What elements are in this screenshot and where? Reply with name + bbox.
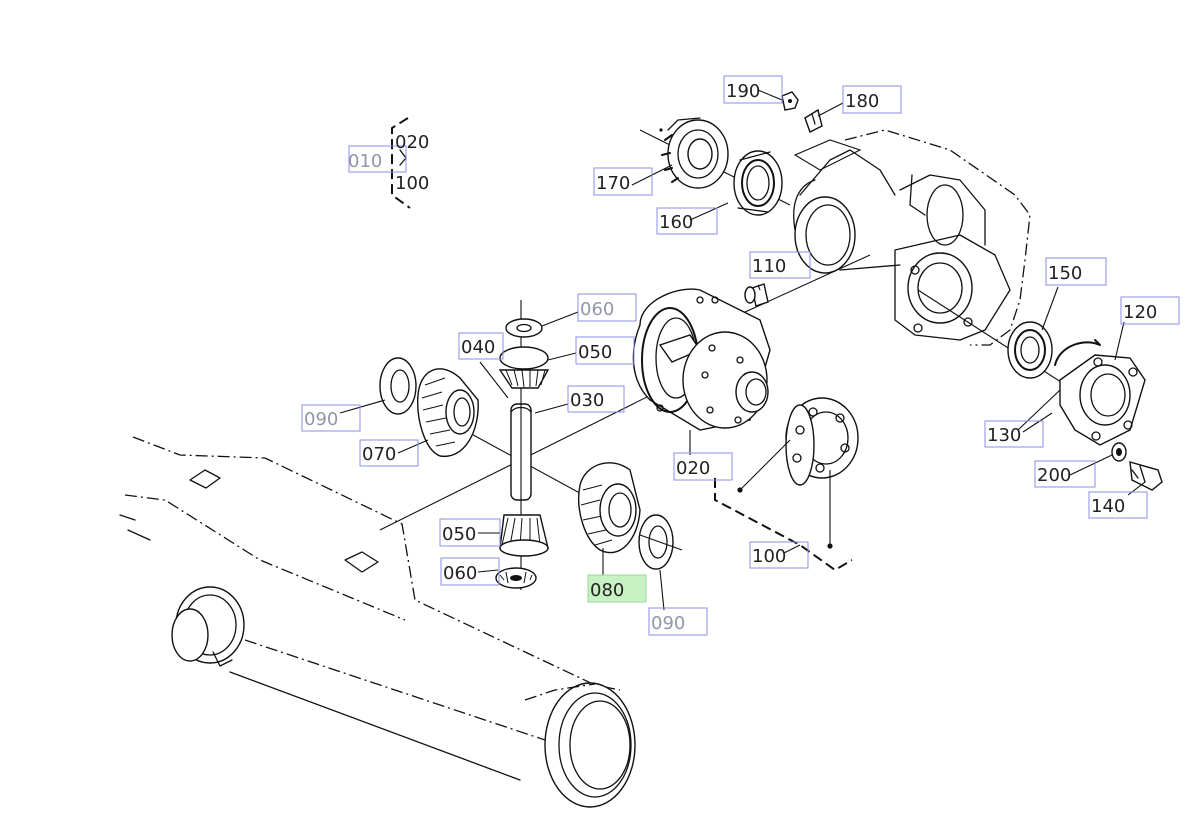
callout-090a[interactable]: 090 xyxy=(301,404,361,432)
callout-box-140[interactable] xyxy=(1088,491,1148,519)
callout-box-060b[interactable] xyxy=(440,557,500,586)
callout-160[interactable]: 160 xyxy=(656,207,718,235)
callout-050a[interactable]: 050 xyxy=(575,336,635,365)
callout-label-030: 030 xyxy=(570,390,604,411)
callout-label-130: 130 xyxy=(987,425,1021,446)
callout-110[interactable]: 110 xyxy=(749,251,811,279)
callout-100[interactable]: 100 xyxy=(749,541,809,569)
callout-label-200: 200 xyxy=(1037,465,1071,486)
callout-130[interactable]: 130 xyxy=(984,420,1044,448)
callout-080[interactable]: 080 xyxy=(587,574,647,603)
callout-box-030[interactable] xyxy=(567,385,625,413)
leader-lines xyxy=(339,89,1146,611)
callout-200[interactable]: 200 xyxy=(1034,460,1096,488)
callout-label-060a: 060 xyxy=(580,299,614,320)
callout-box-190[interactable] xyxy=(723,75,783,104)
callout-label-120: 120 xyxy=(1123,302,1157,323)
callout-box-110[interactable] xyxy=(749,251,811,279)
callout-label-040: 040 xyxy=(461,337,495,358)
callout-box-180[interactable] xyxy=(842,85,902,114)
callout-box-160[interactable] xyxy=(656,207,718,235)
callout-box-100[interactable] xyxy=(749,541,809,569)
callout-label-090a: 090 xyxy=(304,409,338,430)
callout-060a[interactable]: 060 xyxy=(577,293,637,322)
callout-label-150: 150 xyxy=(1048,263,1082,284)
flange-drawing xyxy=(714,397,859,572)
group-member-020: 020 xyxy=(395,132,429,153)
callout-090b[interactable]: 090 xyxy=(648,607,708,636)
callout-020[interactable]: 020 xyxy=(673,452,733,481)
callout-label-060b: 060 xyxy=(443,563,477,584)
transmission-case-drawing xyxy=(793,129,1031,346)
group-member-100: 100 xyxy=(395,173,429,194)
callout-label-050b: 050 xyxy=(442,524,476,545)
side-gear-left-drawing xyxy=(379,357,479,457)
callout-140[interactable]: 140 xyxy=(1088,491,1148,519)
callout-label-090b: 090 xyxy=(651,613,685,634)
callout-box-060a[interactable] xyxy=(577,293,637,322)
callout-label-160: 160 xyxy=(659,212,693,233)
callout-label-110: 110 xyxy=(752,256,786,277)
callout-label-140: 140 xyxy=(1091,496,1125,517)
callout-050b[interactable]: 050 xyxy=(439,518,501,547)
callout-label-020: 020 xyxy=(676,458,710,479)
callout-label-050a: 050 xyxy=(578,342,612,363)
bearing-160-drawing xyxy=(733,150,783,216)
callout-060b[interactable]: 060 xyxy=(440,557,500,586)
callout-box-090a[interactable] xyxy=(301,404,361,432)
callout-170[interactable]: 170 xyxy=(593,167,653,196)
axle-housing-drawing xyxy=(119,436,636,808)
callout-box-040[interactable] xyxy=(458,332,504,360)
callout-040[interactable]: 040 xyxy=(458,332,504,360)
callout-120[interactable]: 120 xyxy=(1120,296,1180,325)
callout-label-170: 170 xyxy=(596,173,630,194)
side-gear-right-drawing xyxy=(578,462,683,570)
callout-190[interactable]: 190 xyxy=(723,75,783,104)
pinion-gears-drawing xyxy=(495,318,550,589)
callout-box-170[interactable] xyxy=(593,167,653,196)
callout-label-080: 080 xyxy=(590,580,624,601)
callout-box-070[interactable] xyxy=(359,439,419,467)
callout-box-050a[interactable] xyxy=(575,336,635,365)
group-callout-010[interactable]: 010 020 100 xyxy=(348,132,429,194)
callout-box-200[interactable] xyxy=(1034,460,1096,488)
callout-box-150[interactable] xyxy=(1045,257,1107,286)
callout-box-020[interactable] xyxy=(673,452,733,481)
callout-box-130[interactable] xyxy=(984,420,1044,448)
callout-030[interactable]: 030 xyxy=(567,385,625,413)
callout-box-050b[interactable] xyxy=(439,518,501,547)
callout-180[interactable]: 180 xyxy=(842,85,902,114)
callout-box-090b[interactable] xyxy=(648,607,708,636)
differential-case-drawing xyxy=(632,288,771,431)
callout-labels: 190 180 170 160 110 150 120 060 040 050 030 090 070 0… xyxy=(301,75,1180,636)
bearing-170-drawing xyxy=(659,117,729,189)
callout-box-120[interactable] xyxy=(1120,296,1180,325)
group-callout-code: 010 xyxy=(348,151,382,172)
callout-label-070: 070 xyxy=(362,444,396,465)
right-side-parts-drawing xyxy=(1007,321,1163,491)
callout-label-100: 100 xyxy=(752,546,786,567)
small-hardware-drawing xyxy=(744,91,823,307)
callout-label-190: 190 xyxy=(726,81,760,102)
callout-150[interactable]: 150 xyxy=(1045,257,1107,286)
callout-box-080[interactable] xyxy=(587,574,647,603)
callout-label-180: 180 xyxy=(845,91,879,112)
group-callout-box[interactable] xyxy=(348,145,407,173)
callout-070[interactable]: 070 xyxy=(359,439,419,467)
